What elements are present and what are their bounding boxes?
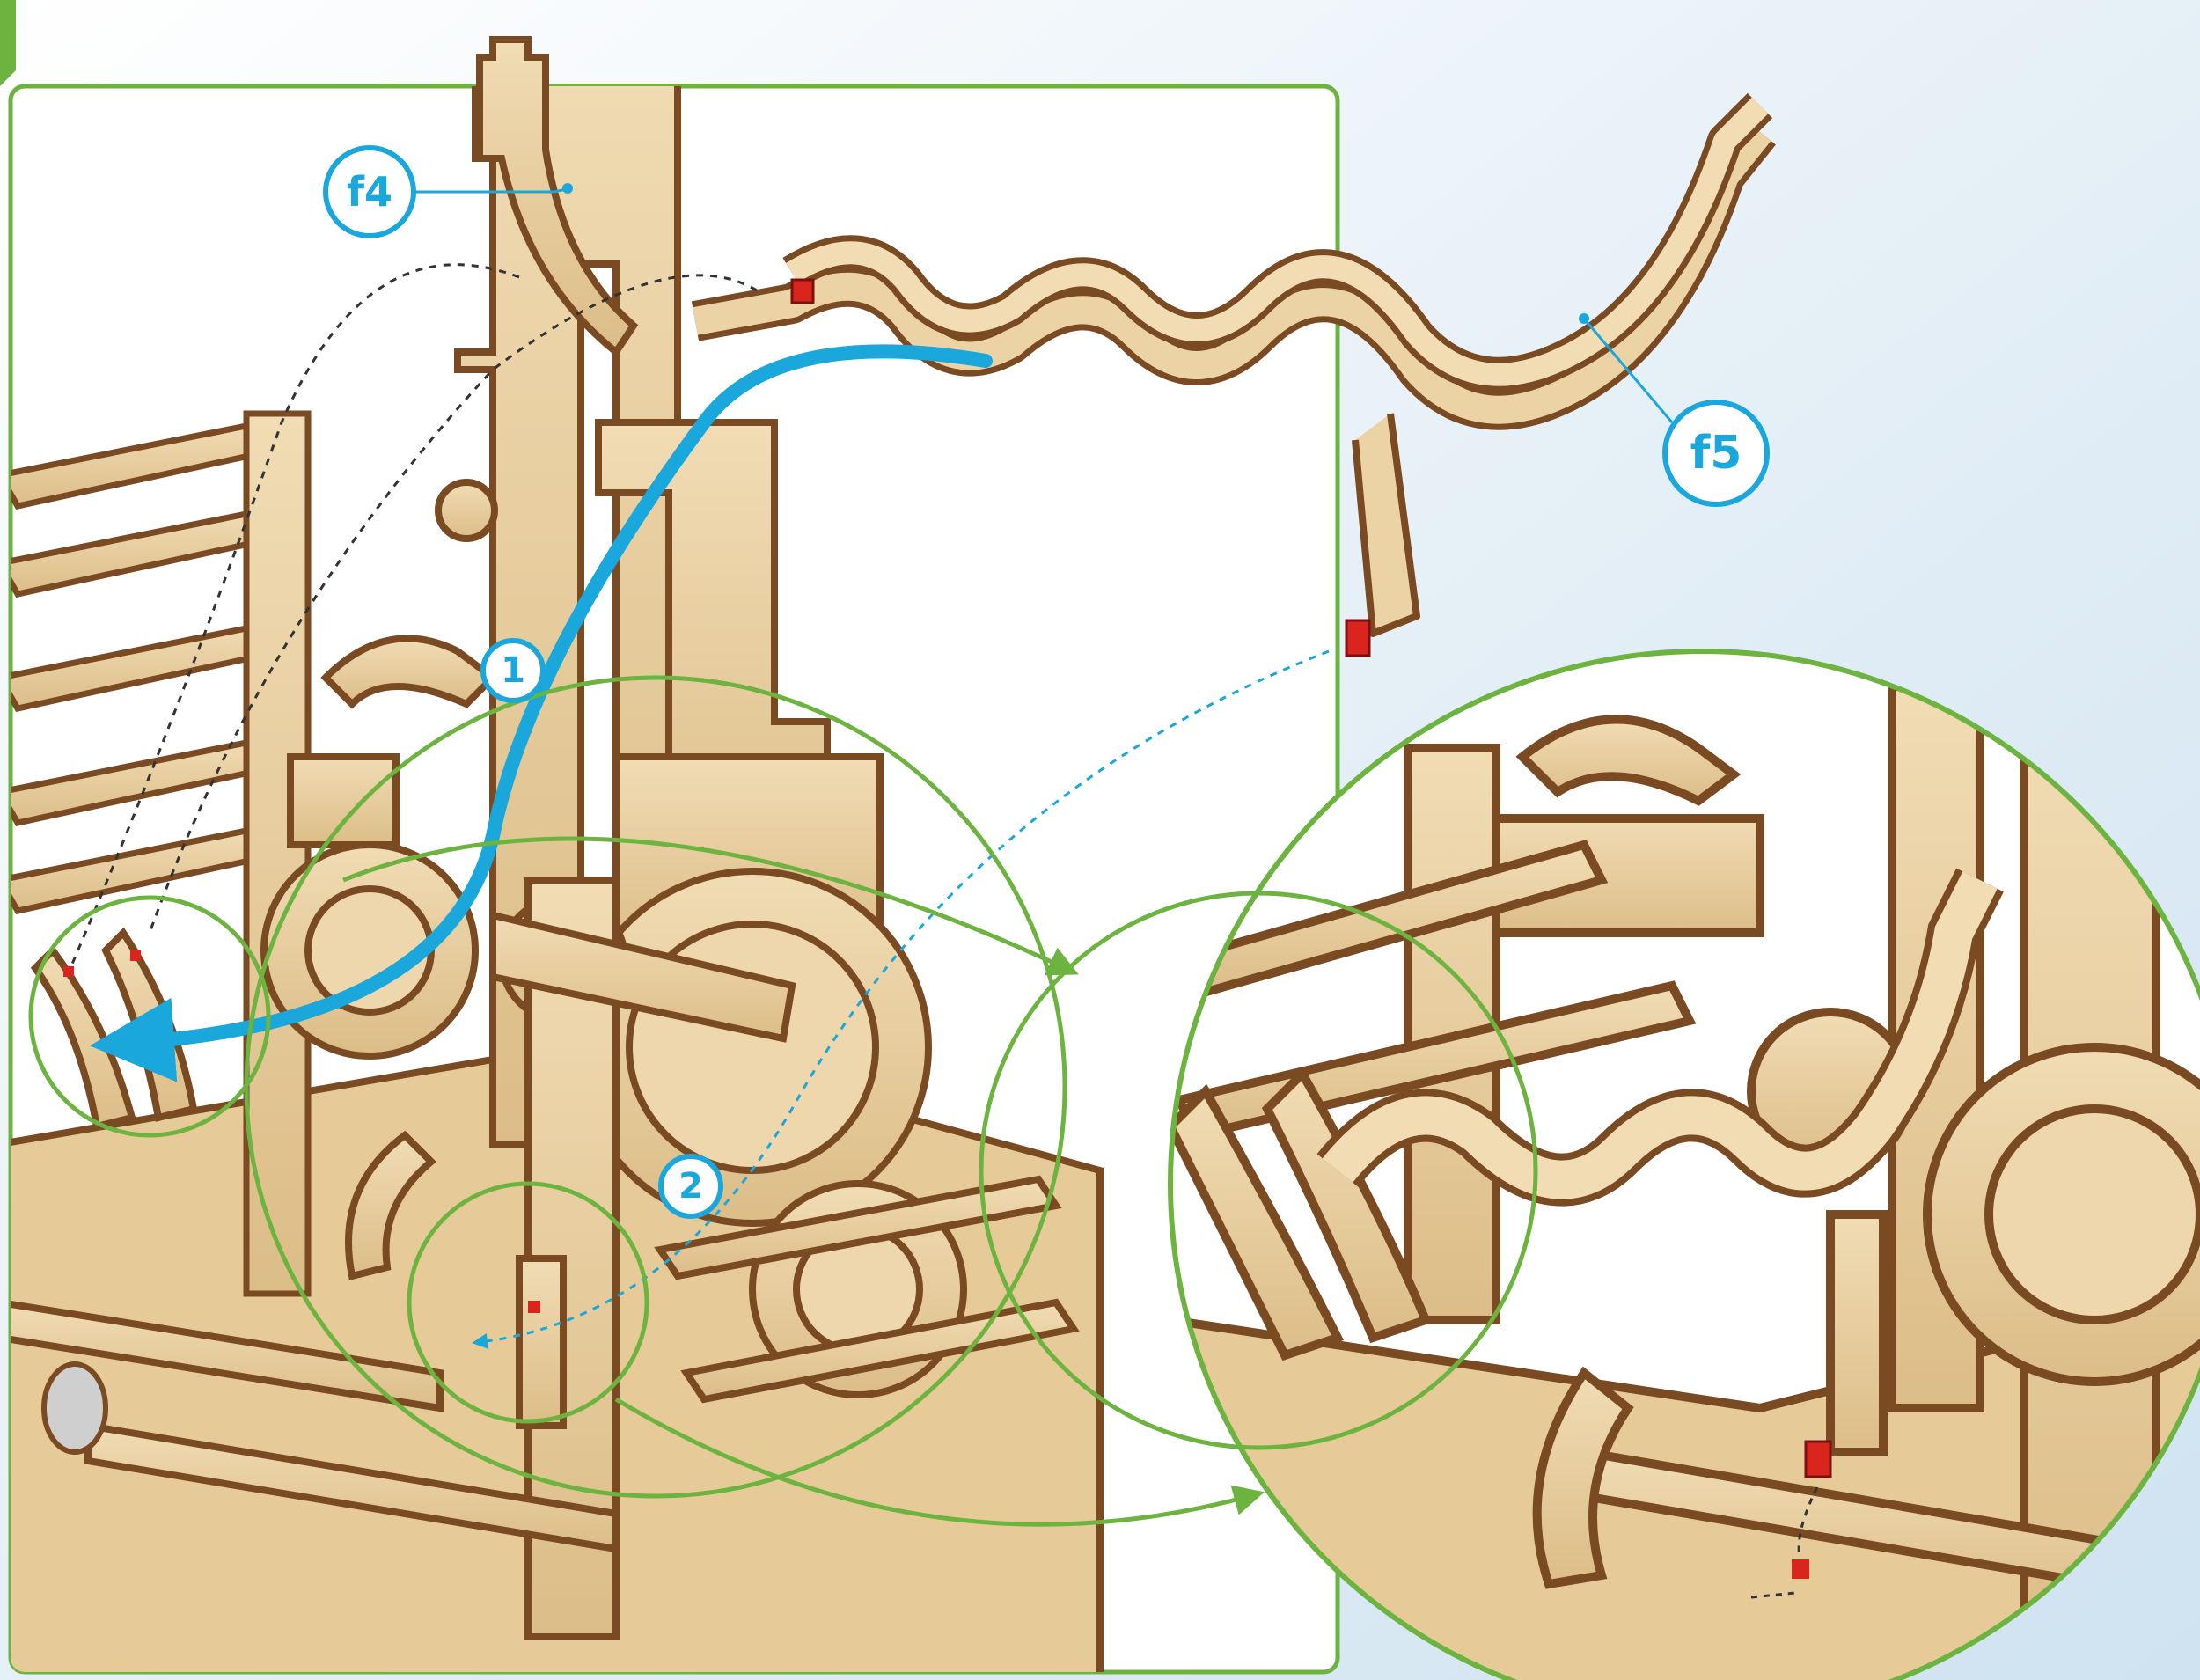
red-connector-icon [130, 950, 141, 961]
red-connector-icon [63, 966, 74, 977]
step-badge-2: 2 [661, 1156, 721, 1216]
red-connector-icon [1806, 1442, 1830, 1477]
red-connector-icon [528, 1301, 540, 1313]
step-badge-1: 1 [483, 641, 543, 701]
step-label-1: 1 [501, 650, 525, 691]
callout-label-f5: f5 [1690, 427, 1742, 480]
red-connector-icon [1346, 620, 1369, 656]
callout-label-f4: f4 [347, 168, 392, 216]
red-connector-icon [1792, 1559, 1809, 1579]
red-connector-icon [792, 280, 813, 303]
step-label-2: 2 [678, 1166, 703, 1207]
